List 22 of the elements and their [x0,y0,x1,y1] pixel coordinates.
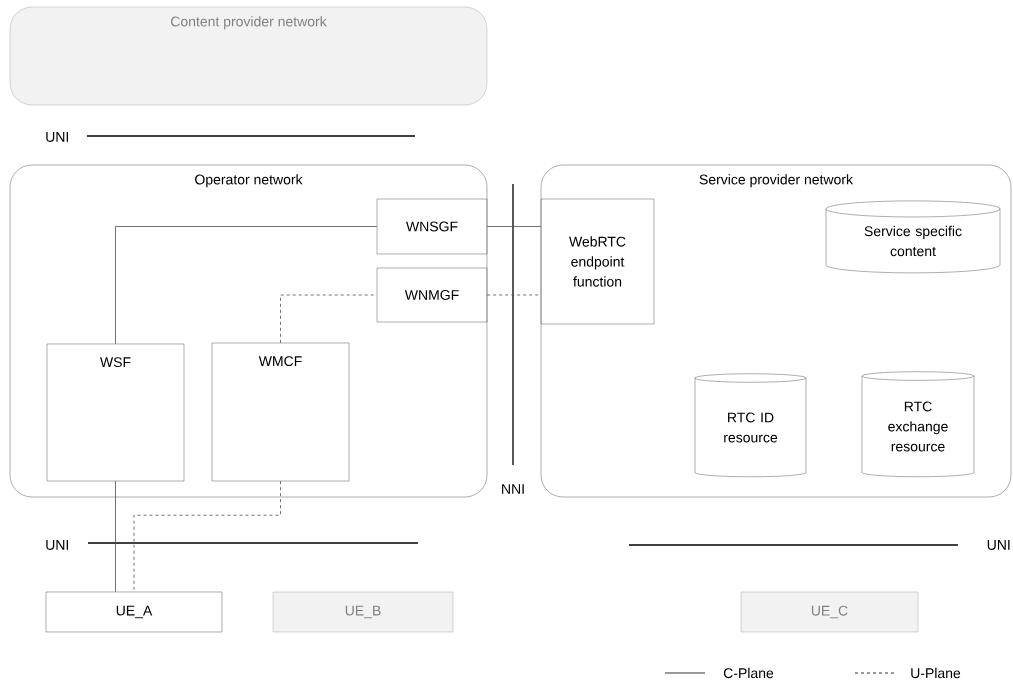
function-box: WNMGF [376,267,488,323]
terminal-box: UE_C [740,591,919,633]
interface-label: UNI [46,540,69,550]
legend-label: C-Plane [723,667,774,679]
terminal-box: UE_B [272,591,454,633]
interface-label: NNI [502,484,524,494]
function-box: WSF [46,343,185,482]
database-cylinder: Service specific content [825,200,1001,274]
database-cylinder: RTC exchange resource [861,371,975,477]
connector-line [280,294,378,344]
network-region: Content provider network [9,6,488,106]
connector-line [486,226,542,227]
interface-label: UNI [46,132,69,142]
function-box: WebRTC endpoint function [540,198,655,325]
connector-line [115,480,116,593]
function-box: UE_A [45,591,223,633]
database-cylinder: RTC ID resource [694,373,807,477]
legend-label: U-Plane [911,667,961,679]
function-box: WNSGF [376,198,488,255]
connector-line [115,226,378,345]
function-box: WMCF [211,342,350,482]
interface-label: UNI [987,540,1010,550]
